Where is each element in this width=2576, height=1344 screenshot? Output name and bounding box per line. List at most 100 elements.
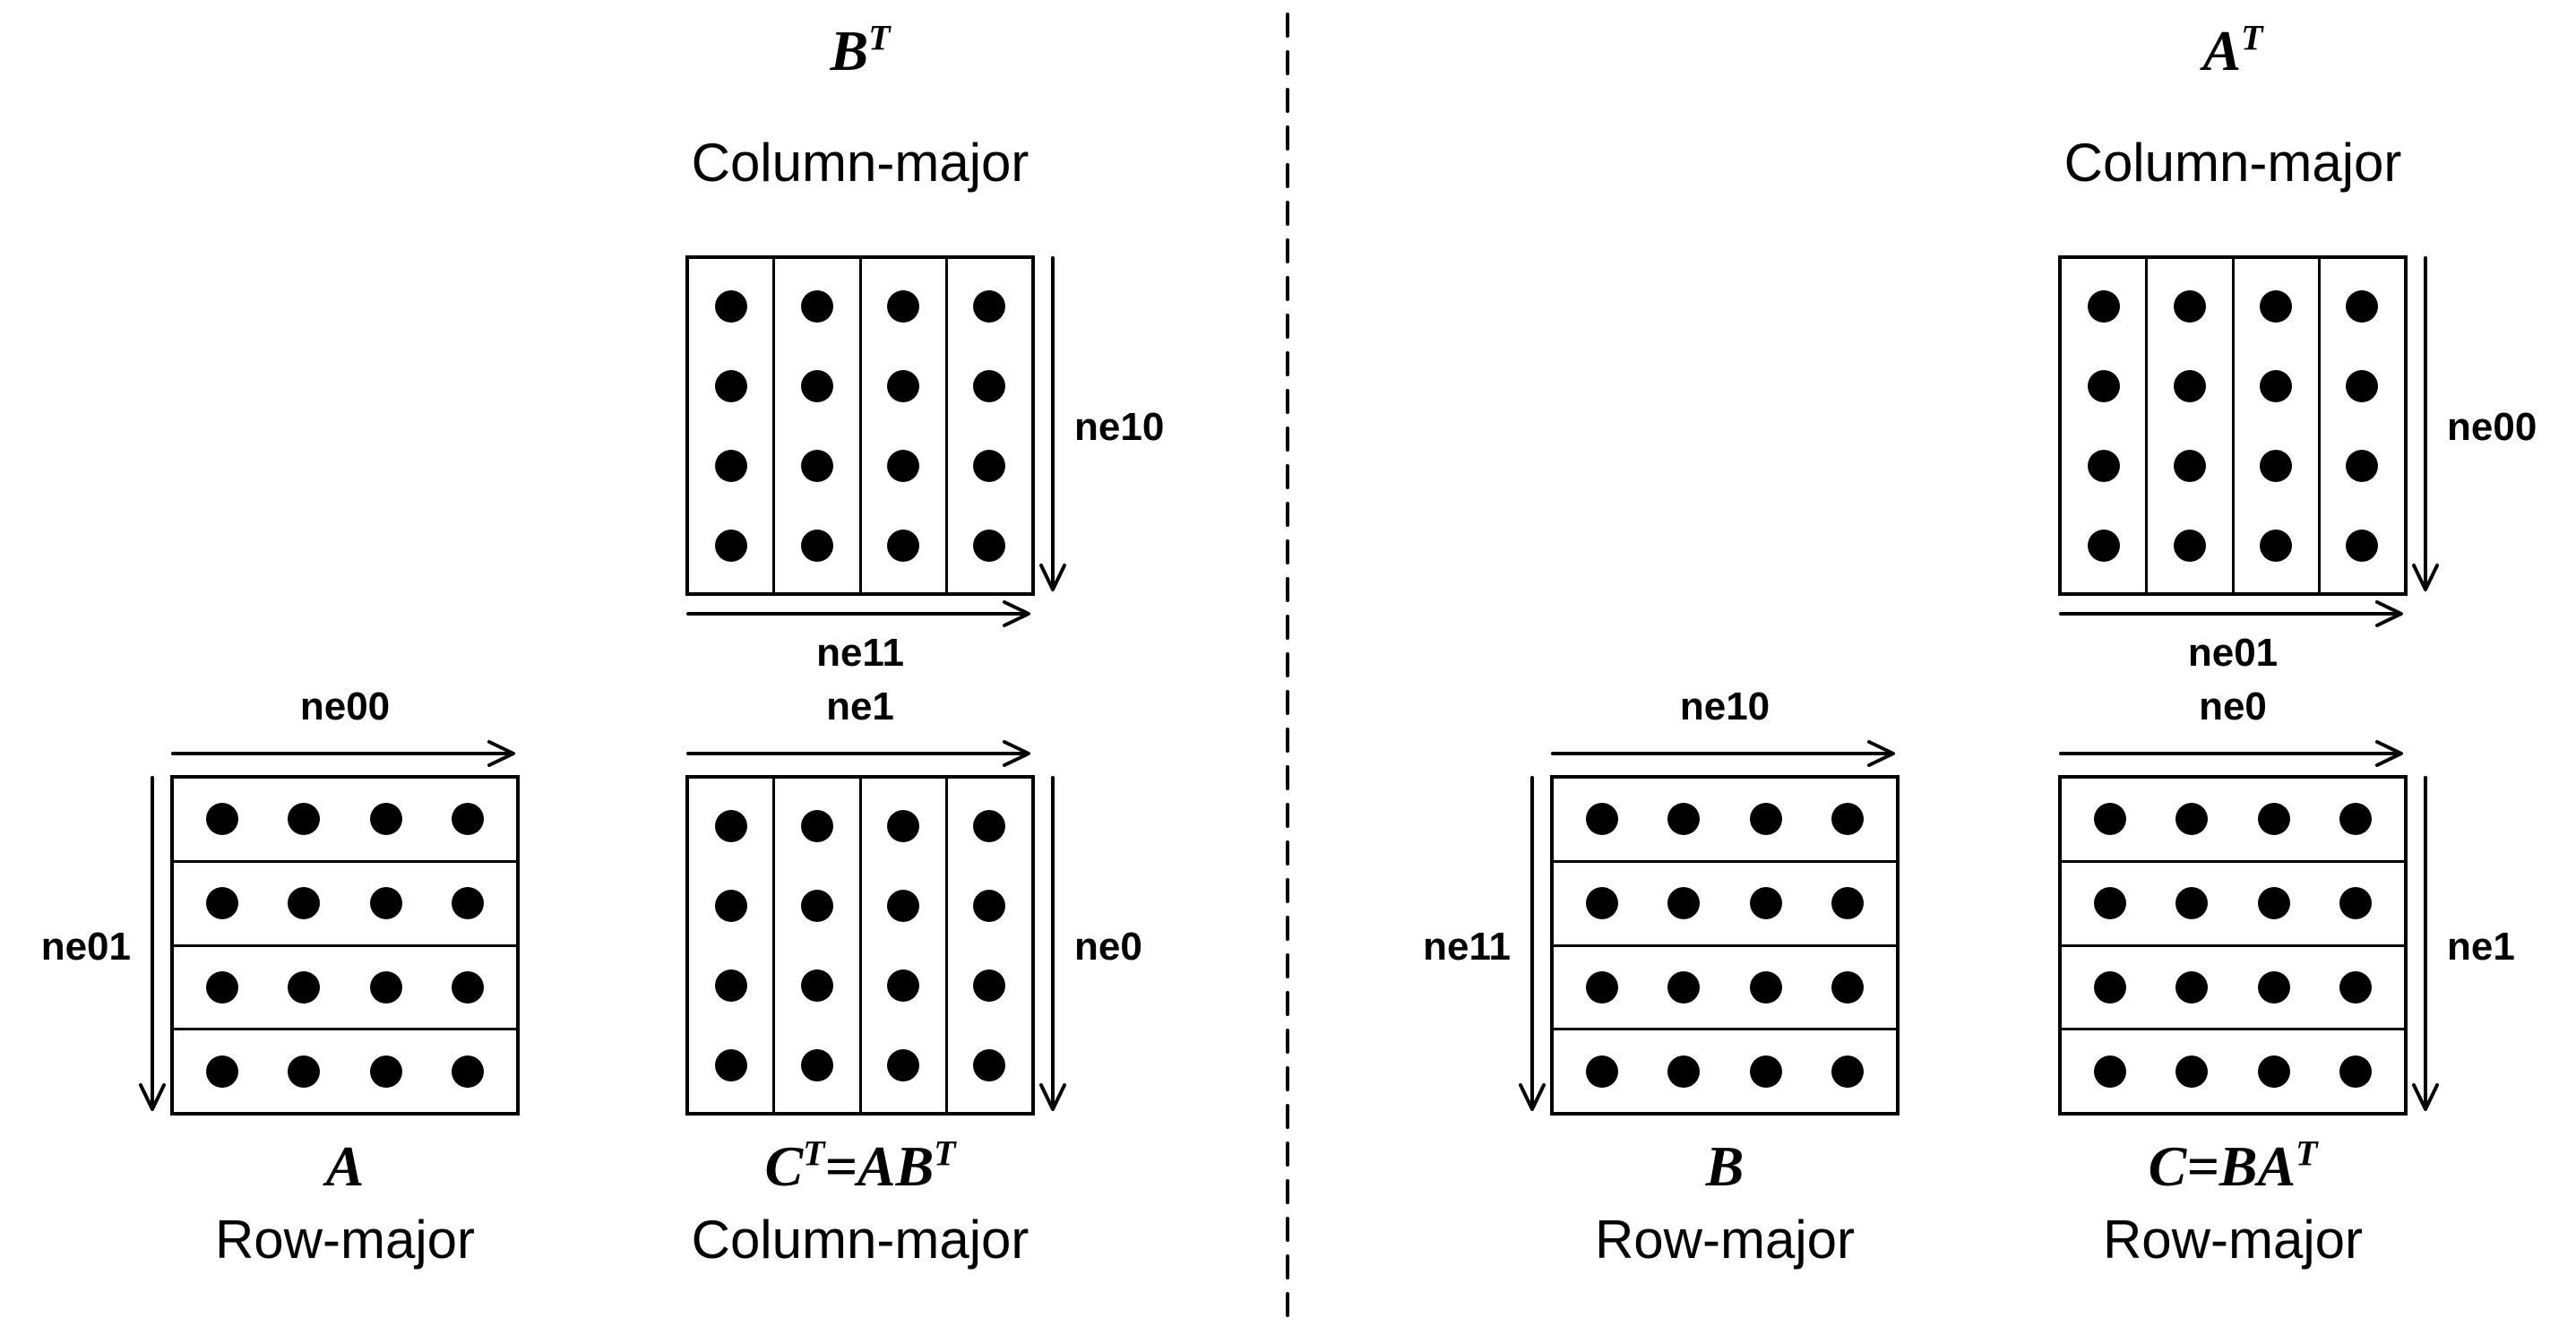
matrix-cell <box>775 259 862 592</box>
matrix-dot <box>1585 970 1618 1004</box>
matrix-cell <box>1554 863 1896 947</box>
matrix-dot <box>887 449 920 482</box>
b-matrix <box>1550 775 1900 1116</box>
title-superscript: T <box>803 1133 825 1174</box>
matrix-dot <box>714 889 747 922</box>
matrix-dot <box>2087 449 2120 482</box>
matrix-dot <box>1749 887 1782 920</box>
matrix-dot <box>2339 803 2373 836</box>
matrix-dot <box>1749 1055 1782 1088</box>
title-text: B <box>830 19 869 82</box>
matrix-dot <box>1585 803 1618 836</box>
matrix-dot <box>452 1055 485 1088</box>
a-ne00-arrow-right <box>171 740 515 767</box>
matrix-dot <box>205 970 238 1004</box>
matrix-dot <box>1585 1055 1618 1088</box>
matrix-cell <box>2062 779 2404 863</box>
matrix-dot <box>1667 803 1701 836</box>
matrix-dot <box>205 803 238 836</box>
title-text: =BA <box>2186 1134 2296 1198</box>
matrix-dot <box>800 369 833 402</box>
matrix-dot <box>2175 887 2209 920</box>
b-ne10-label: ne10 <box>1679 685 1770 728</box>
b-layout-label: Row-major <box>1594 1210 1856 1270</box>
matrix-cell <box>2062 259 2149 592</box>
c-ne1-arrow-down <box>2412 776 2439 1111</box>
matrix-dot <box>2175 1055 2209 1088</box>
matrix-dot <box>369 1055 402 1088</box>
matrix-dot <box>1831 1055 1865 1088</box>
b-title: B <box>1550 1133 1900 1200</box>
bt-title: BT <box>685 18 1035 84</box>
matrix-dot <box>2346 529 2379 562</box>
matrix-cell <box>174 947 516 1031</box>
matrix-dot <box>973 289 1006 323</box>
matrix-dot <box>2087 369 2120 402</box>
matrix-dot <box>887 1048 920 1081</box>
matrix-dot <box>714 369 747 402</box>
matrix-dot <box>1749 803 1782 836</box>
ct-ne1-label: ne1 <box>826 685 894 728</box>
matrix-dot <box>1667 970 1701 1004</box>
matrix-dot <box>2260 369 2293 402</box>
matrix-dot <box>2260 449 2293 482</box>
matrix-dot <box>887 809 920 842</box>
matrix-dot <box>2175 803 2209 836</box>
ct-ne0-arrow-down <box>1039 776 1066 1111</box>
matrix-dot <box>887 369 920 402</box>
matrix-cell <box>948 779 1031 1112</box>
bt-ne10-arrow-down <box>1039 256 1066 591</box>
matrix-dot <box>800 449 833 482</box>
matrix-dot <box>973 809 1006 842</box>
matrix-dot <box>2173 529 2206 562</box>
matrix-dot <box>369 970 402 1004</box>
c-layout-label: Row-major <box>2102 1210 2364 1270</box>
ct-ne1-arrow-right <box>686 740 1030 767</box>
c-ne1-label: ne1 <box>2447 925 2515 969</box>
matrix-dot <box>1667 887 1701 920</box>
matrix-dot <box>369 887 402 920</box>
matrix-cell <box>862 259 948 592</box>
matrix-dot <box>2093 970 2126 1004</box>
matrix-dot <box>800 969 833 1002</box>
matrix-cell <box>2321 259 2404 592</box>
matrix-cell <box>174 1030 516 1112</box>
matrix-dot <box>1831 803 1865 836</box>
matrix-dot <box>973 369 1006 402</box>
a-ne01-arrow-down <box>139 776 166 1111</box>
matrix-dot <box>2346 369 2379 402</box>
c-ne0-label: ne0 <box>2199 685 2267 728</box>
bt-ne11-arrow-right <box>686 600 1030 627</box>
matrix-dot <box>2257 803 2290 836</box>
matrix-dot <box>2257 970 2290 1004</box>
c-matrix <box>2058 775 2408 1116</box>
matrix-dot <box>2260 289 2293 323</box>
b-ne11-arrow-down <box>1519 776 1546 1111</box>
ct-matrix <box>685 775 1035 1116</box>
at-ne01-label: ne01 <box>2187 631 2279 675</box>
matrix-dot <box>2260 529 2293 562</box>
matrix-dot <box>973 1048 1006 1081</box>
matrix-dot <box>1831 887 1865 920</box>
matrix-cell <box>862 779 948 1112</box>
matrix-dot <box>800 529 833 562</box>
a-ne00-label: ne00 <box>299 685 391 728</box>
matrix-dot <box>1667 1055 1701 1088</box>
title-text: =AB <box>824 1134 935 1198</box>
ct-ne0-label: ne0 <box>1074 925 1142 969</box>
matrix-dot <box>2173 369 2206 402</box>
matrix-dot <box>714 529 747 562</box>
at-title: AT <box>2058 18 2408 84</box>
matrix-dot <box>973 449 1006 482</box>
matrix-dot <box>2173 289 2206 323</box>
matrix-dot <box>887 889 920 922</box>
matrix-dot <box>2257 1055 2290 1088</box>
matrix-dot <box>288 1055 321 1088</box>
title-text: C <box>2148 1134 2187 1198</box>
matrix-cell <box>1554 779 1896 863</box>
matrix-dot <box>1585 887 1618 920</box>
matrix-dot <box>288 803 321 836</box>
matrix-cell <box>174 779 516 863</box>
matrix-dot <box>2346 449 2379 482</box>
